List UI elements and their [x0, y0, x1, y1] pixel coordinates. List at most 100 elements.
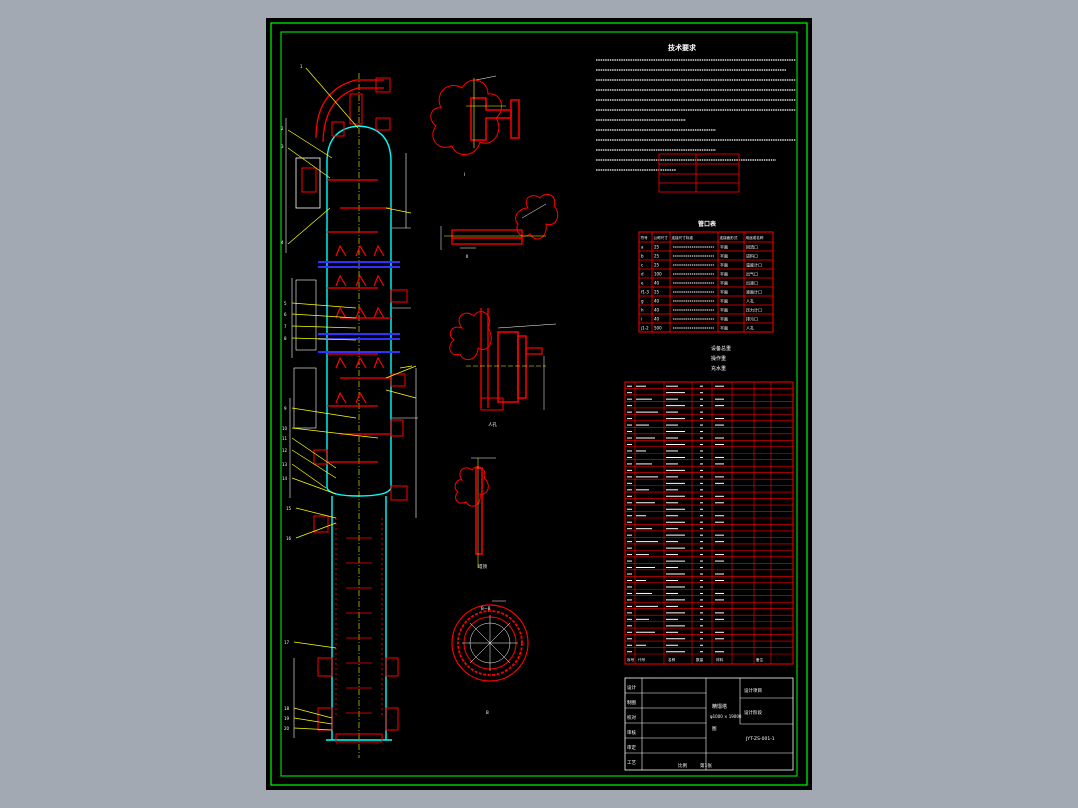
nozzle-cell-symbol: a [641, 244, 644, 249]
drawing-name-1: 精馏塔 [712, 703, 727, 710]
drawing-name-2: φ1000 × 19000 [710, 714, 742, 719]
nozzle-cell-symbol: b [641, 253, 644, 258]
top-nozzle [349, 93, 363, 125]
side-equipment [295, 157, 321, 209]
svg-text:15: 15 [286, 506, 292, 511]
svg-text:18: 18 [284, 706, 290, 711]
svg-text:12: 12 [282, 448, 288, 453]
nozzle-cell-use: 液面计口 [746, 288, 762, 294]
svg-text:14: 14 [282, 476, 288, 481]
nozzle-cell-face: 平面 [720, 262, 728, 267]
view-label-bb: B—B [481, 606, 491, 611]
parts-list: 序号代号名称数量材料备注 [624, 381, 794, 665]
svg-text:B: B [486, 710, 489, 715]
svg-text:Ⅰ: Ⅰ [464, 172, 465, 177]
nozzle-cell-size: 100 [654, 271, 662, 276]
weight-summary: 设备总重 操作重 充水重 [711, 345, 731, 372]
parts-footer-4: 材料 [716, 657, 724, 662]
svg-text:11: 11 [282, 436, 288, 441]
svg-text:19: 19 [284, 716, 290, 721]
nozzle-cell-size: 25 [654, 253, 660, 258]
tech-title: 技术要求 [668, 43, 697, 52]
nozzle-cell-symbol: i [641, 316, 642, 321]
svg-text:10: 10 [282, 426, 288, 431]
svg-text:17: 17 [284, 640, 290, 645]
nozzle-cell-face: 平面 [720, 253, 728, 258]
summary-line-2: 操作重 [711, 355, 726, 362]
nozzle-cell-use: 人孔 [746, 297, 754, 303]
svg-text:2: 2 [281, 126, 284, 131]
svg-text:8: 8 [284, 336, 287, 341]
section-bb: B—B B [451, 600, 529, 715]
leader-lines [287, 67, 417, 731]
svg-text:3: 3 [281, 144, 284, 149]
nozzle-cell-use: 人孔 [746, 324, 754, 330]
top-detail: 塔顶 [454, 457, 496, 570]
nozzle-header-1: 公称尺寸 [654, 235, 669, 240]
summary-line-3: 充水重 [711, 365, 726, 372]
parts-footer-1: 代号 [638, 657, 646, 662]
nozzle-cell-size: 25 [654, 244, 660, 249]
nozzle-cell-size: 500 [654, 325, 662, 330]
nozzle-header-3: 连接面形式 [720, 235, 738, 240]
summary-line-1: 设备总重 [711, 345, 731, 352]
nozzle-cell-use: 出气口 [746, 270, 758, 276]
nozzle-header-2: 连接尺寸标准 [672, 235, 694, 240]
nozzle-cell-size: 40 [654, 280, 660, 285]
nozzle-cell-size: 25 [654, 262, 660, 267]
manhole-detail: 人孔 [449, 308, 557, 428]
nozzle-cell-symbol: j1-2 [640, 325, 649, 330]
title-row-label: 制图 [627, 699, 636, 706]
title-row-label: 设计 [627, 684, 636, 691]
nozzle-cell-size: 40 [654, 316, 660, 321]
drawing-number: JYT-ZS-001-1 [745, 736, 775, 742]
design-stage-label: 设计阶段 [744, 709, 762, 716]
svg-text:5: 5 [284, 301, 287, 306]
nozzle-cell-face: 平面 [720, 289, 728, 294]
svg-text:13: 13 [282, 462, 288, 467]
parts-footer-2: 名称 [668, 657, 676, 662]
nozzle-header-4: 用途或名称 [746, 235, 764, 240]
nozzle-cell-size: 40 [654, 307, 660, 312]
nozzle-cell-symbol: h [641, 307, 644, 312]
svg-text:9: 9 [284, 406, 287, 411]
svg-text:1: 1 [300, 64, 303, 69]
nozzle-table-title: 管口表 [698, 220, 717, 228]
detail-view-1: Ⅰ [430, 75, 520, 177]
svg-text:7: 7 [284, 324, 287, 329]
inner-border [280, 31, 798, 777]
svg-text:Ⅱ: Ⅱ [466, 254, 468, 259]
parts-footer-0: 序号 [627, 657, 635, 662]
overhead-pipe [315, 79, 384, 139]
view-label-manhole: 人孔 [488, 421, 497, 428]
nozzle-cell-use: 排污口 [746, 315, 758, 321]
svg-text:20: 20 [284, 726, 290, 731]
nozzle-cell-use: 进料口 [746, 252, 758, 258]
nozzle-header-0: 符号 [641, 235, 649, 240]
tech-requirements: 技术要求 [596, 43, 796, 171]
sheet-label: 第1张 [700, 762, 712, 769]
nozzle-cell-symbol: g [641, 298, 644, 303]
nozzle-cell-use: 压力计口 [746, 306, 762, 312]
nozzle-cell-face: 平面 [720, 271, 728, 276]
nozzle-cell-symbol: c [641, 262, 643, 267]
nozzle-cell-face: 平面 [720, 244, 728, 249]
nozzle-cell-face: 平面 [720, 325, 728, 330]
side-nozzles [313, 289, 408, 743]
drawing-name-3: 图 [712, 726, 717, 732]
dimension-lines [285, 118, 418, 738]
title-row-label: 审定 [627, 744, 636, 751]
svg-text:16: 16 [286, 536, 292, 541]
svg-text:6: 6 [284, 312, 287, 317]
nozzle-cell-face: 平面 [720, 307, 728, 312]
svg-text:4: 4 [281, 240, 284, 245]
title-row-label: 工艺 [627, 760, 636, 766]
nozzle-cell-size: 25 [654, 289, 660, 294]
nozzle-cell-use: 温度计口 [746, 261, 762, 267]
